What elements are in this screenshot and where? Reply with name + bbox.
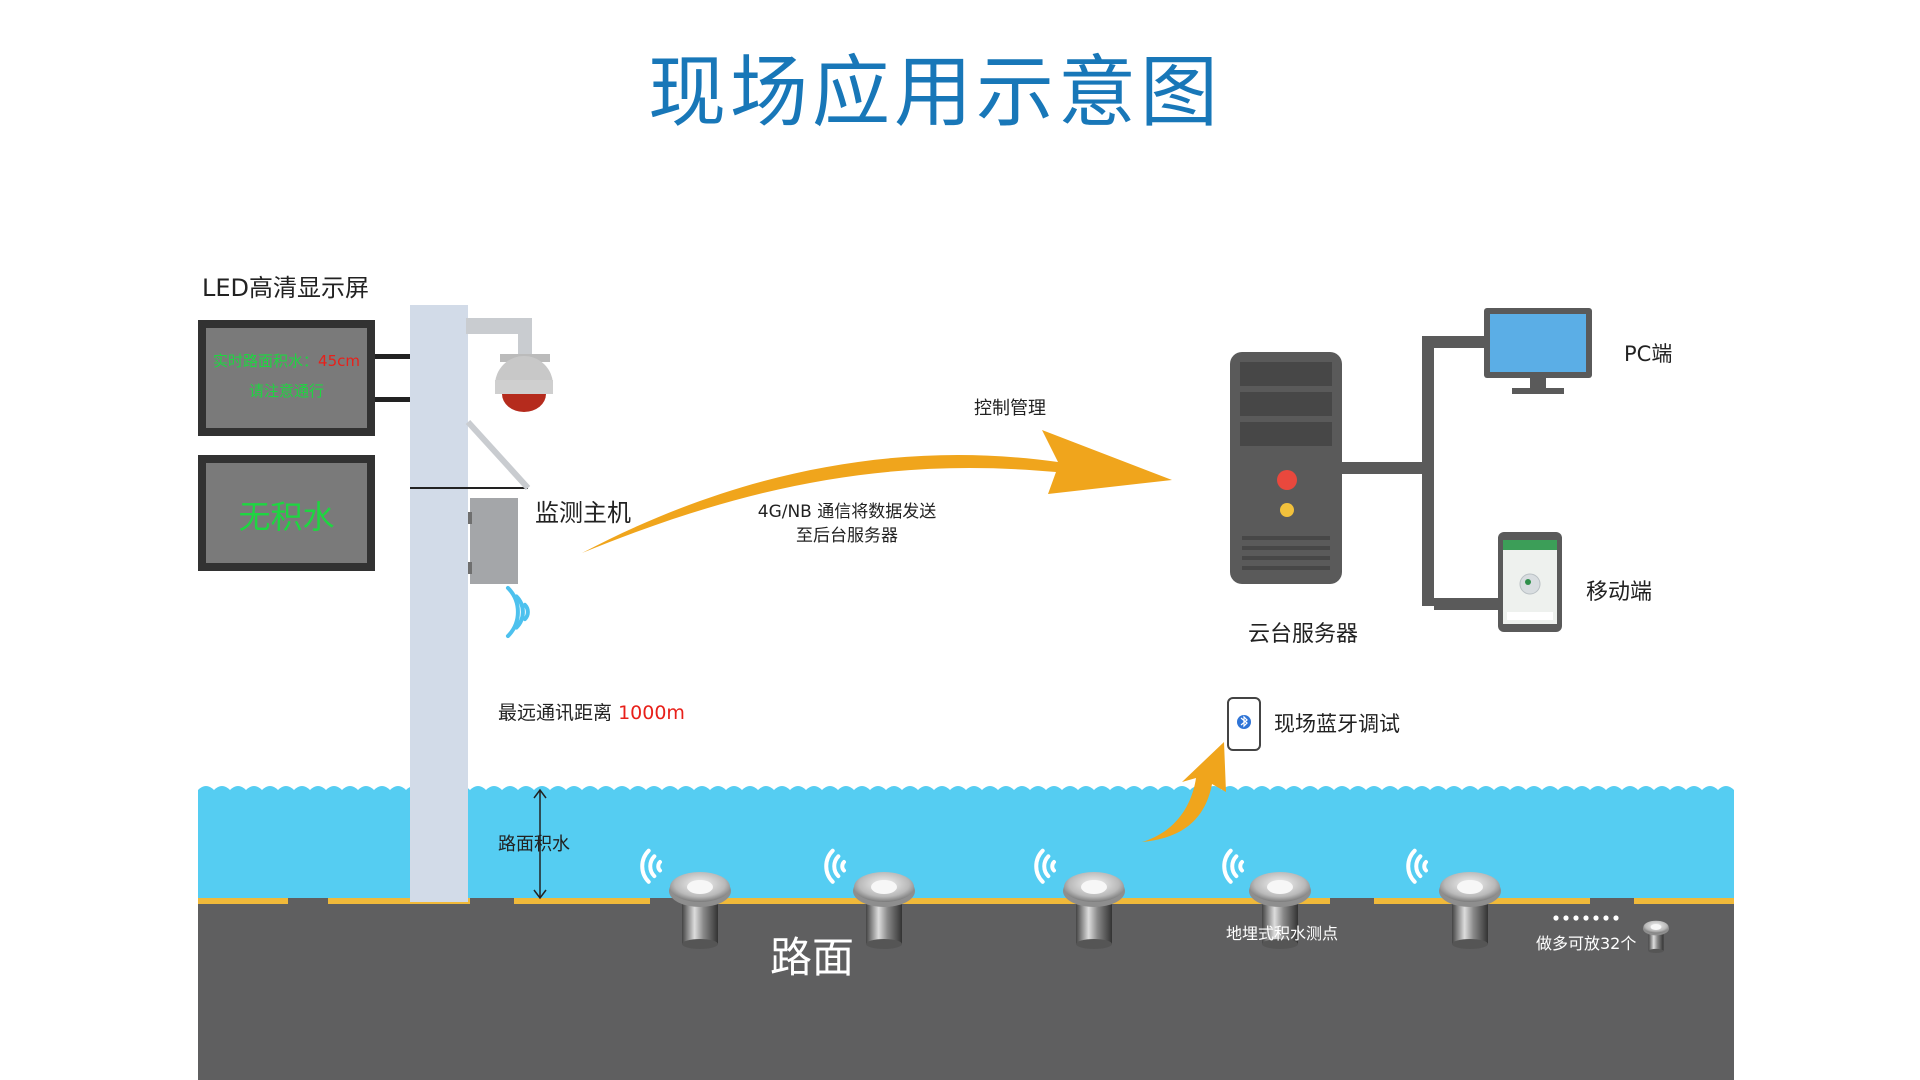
mobile-label: 移动端	[1586, 580, 1653, 605]
send-label-line2: 至后台服务器	[796, 526, 898, 546]
sensor-label: 地埋式积水测点	[1226, 924, 1339, 943]
comm-range-value: 1000m	[618, 702, 685, 724]
data-upload-arrow	[582, 430, 1172, 553]
pc-label: PC端	[1624, 342, 1673, 366]
pc-monitor-icon	[1484, 308, 1592, 394]
led-label: LED高清显示屏	[202, 274, 370, 302]
led-screen-1-line1: 实时路面积水：45cm	[206, 350, 367, 371]
send-label: 4G/NB 通信将数据发送 至后台服务器	[722, 500, 972, 548]
send-label-line1: 4G/NB 通信将数据发送	[757, 502, 937, 522]
water-depth-arrow	[533, 788, 547, 900]
bluetooth-phone-icon	[1227, 697, 1261, 751]
mobile-phone-icon	[1498, 532, 1562, 632]
page-title: 现场应用示意图	[647, 48, 1222, 138]
led-screen-1-prefix: 实时路面积水：	[213, 352, 319, 370]
monitor-host-box	[470, 498, 518, 584]
monitor-host-label: 监测主机	[535, 499, 631, 527]
bluetooth-arrow	[1142, 742, 1226, 842]
water-label: 路面积水	[498, 834, 570, 855]
led-screen-1-line2: 请注意通行	[248, 382, 324, 400]
server-label: 云台服务器	[1248, 622, 1359, 647]
led-screen-1-value: 45cm	[318, 352, 360, 370]
control-label: 控制管理	[974, 398, 1046, 419]
more-label: 做多可放32个	[1536, 934, 1637, 953]
comm-range-prefix: 最远通讯距离	[498, 702, 613, 724]
led-screen-2-text: 无积水	[238, 498, 335, 536]
road-edge-line	[198, 898, 1734, 904]
road	[198, 900, 1734, 1080]
water-surface	[198, 786, 1734, 900]
bluetooth-label: 现场蓝牙调试	[1274, 712, 1400, 736]
more-dots	[1553, 915, 1619, 921]
host-signal-icon	[505, 585, 530, 639]
cloud-server	[1230, 352, 1342, 584]
camera	[466, 318, 553, 412]
road-label: 路面	[770, 933, 855, 982]
comm-range-label: 最远通讯距离 1000m	[498, 698, 685, 725]
pole	[410, 305, 468, 902]
